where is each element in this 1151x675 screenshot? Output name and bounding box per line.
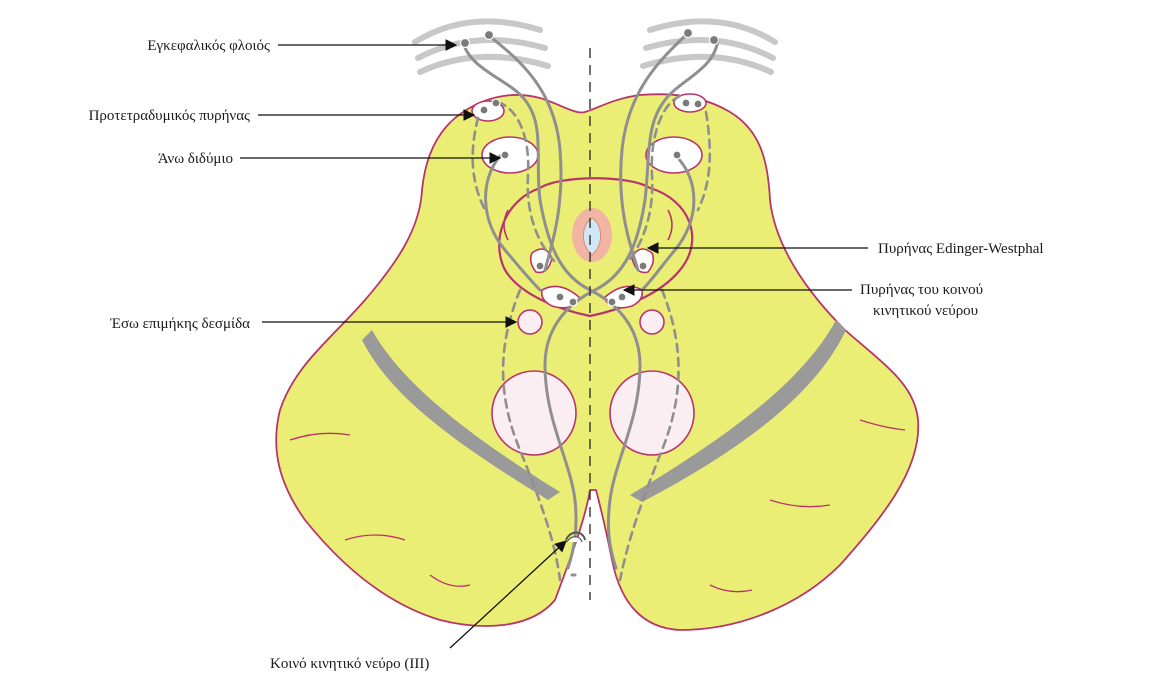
label-mlf: Έσω επιμήκης δεσμίδα [110,316,251,332]
label-cortex: Εγκεφαλικός φλοιός [147,38,270,54]
red-nucleus-right [610,371,694,455]
label-oculomotor-nucleus-line1: Πυρήνας του κοινού [860,282,983,298]
label-edinger-westphal: Πυρήνας Edinger-Westphal [878,241,1044,257]
label-pretectal: Προτετραδυμικός πυρήνας [89,108,250,124]
label-oculomotor-nucleus-line2: κινητικού νεύρου [873,303,978,319]
label-oculomotor-nerve: Κοινό κινητικό νεύρο (III) [270,656,429,672]
red-nucleus-left [492,371,576,455]
superior-colliculus-left [482,137,538,173]
mlf-right [640,310,664,334]
cerebral-cortex-arcs [415,21,775,72]
mlf-left [518,310,542,334]
label-superior-colliculus: Άνω διδύμιο [158,151,233,167]
